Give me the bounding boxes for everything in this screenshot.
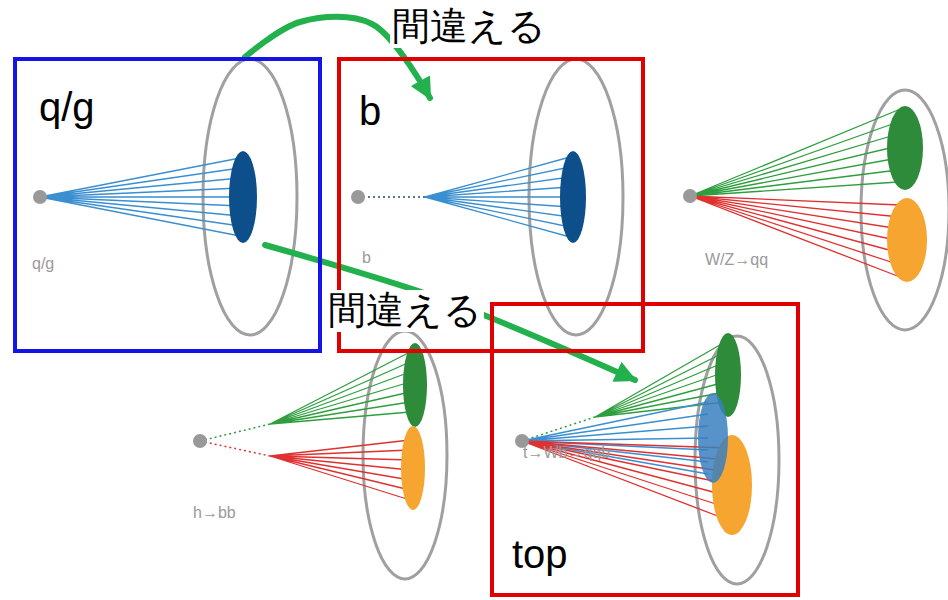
- jet-caption: t→Wb→qqb: [523, 444, 610, 462]
- jet-caption: W/Z→qq: [705, 251, 768, 269]
- qg-jet: [33, 59, 297, 335]
- jet-caption: b: [362, 249, 371, 267]
- class-heading: b: [359, 89, 381, 133]
- edge-label: 間違える: [326, 290, 484, 332]
- class-heading: q/g: [39, 85, 95, 129]
- class-heading: top: [512, 532, 568, 576]
- edge-label: 間違える: [390, 6, 548, 48]
- wz-jet: [683, 90, 948, 330]
- hbb-jet: [193, 331, 447, 579]
- qg-class-box: q/g q/g: [13, 57, 322, 353]
- jet-caption: h→bb: [193, 504, 236, 522]
- top-class-box: top t→Wb→qqb: [490, 302, 800, 597]
- jet-caption: q/g: [32, 255, 54, 273]
